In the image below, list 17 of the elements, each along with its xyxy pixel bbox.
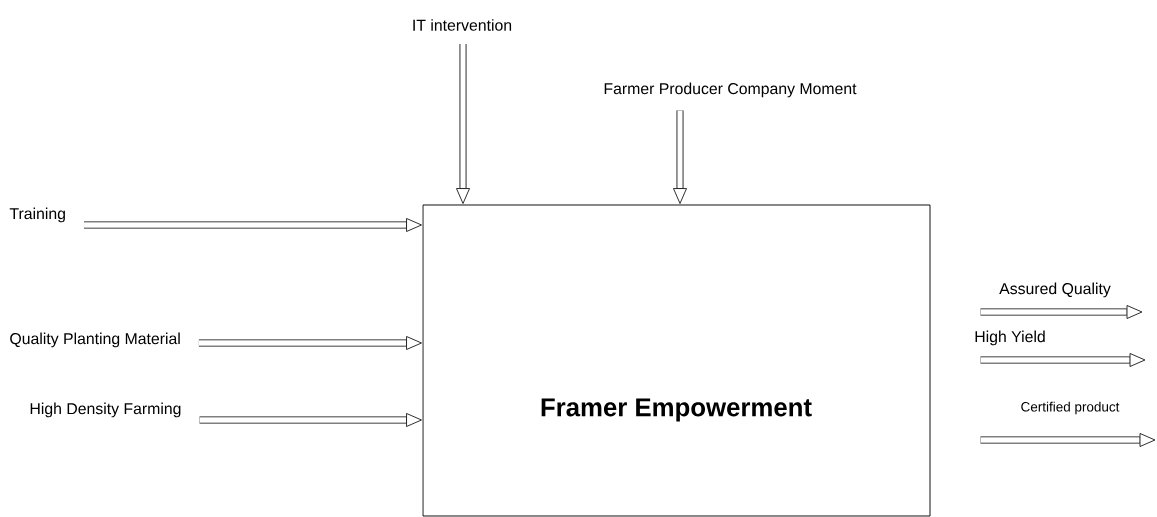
input-label: Farmer Producer Company Moment — [604, 82, 857, 98]
input-label: IT intervention — [413, 19, 512, 31]
input-label: Training — [9, 207, 65, 223]
hollow-arrow — [980, 305, 1143, 319]
process-box: Framer Empowerment — [422, 204, 931, 517]
hollow-arrow — [198, 336, 422, 350]
hollow-arrow — [673, 110, 687, 204]
edge-label: Assured Quality — [999, 282, 1111, 298]
input-label: High Density Farming — [30, 402, 181, 418]
hollow-arrow — [456, 43, 470, 204]
hollow-arrow — [84, 218, 422, 232]
hollow-arrow — [980, 353, 1146, 367]
hollow-arrow — [980, 433, 1156, 447]
edge-label: Certified product — [1021, 401, 1120, 415]
input-label: Quality Planting Material — [10, 332, 180, 348]
hollow-arrow — [199, 413, 422, 427]
edge-label: High Yield — [975, 330, 1045, 346]
